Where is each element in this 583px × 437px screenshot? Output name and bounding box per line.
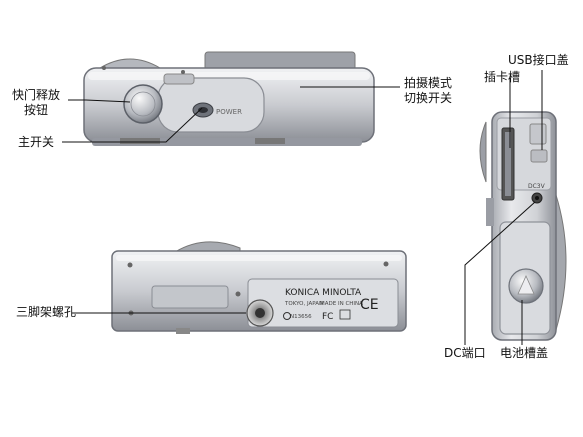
leader-shutter-release — [68, 99, 131, 103]
leader-lines — [62, 70, 543, 345]
label-tripod-socket: 三脚架螺孔 — [16, 305, 77, 319]
label-mode-switch-line1: 拍摄模式 — [404, 76, 453, 90]
fc-marking: FC — [322, 312, 333, 322]
camera-bottom-view: KONICA MINOLTA TOKYO, JAPAN MADE IN CHIN… — [111, 241, 407, 334]
label-battery-cover: 电池槽盖 — [500, 346, 549, 360]
dc-marking: DC3V — [528, 183, 546, 190]
label-shutter-release-line2: 按钮 — [24, 103, 49, 117]
label-usb-cover: USB接口盖 — [508, 53, 569, 67]
camera-side-view: DC3V — [479, 111, 567, 341]
power-marking: POWER — [216, 108, 242, 116]
origin-marking-1: TOKYO, JAPAN — [284, 301, 323, 307]
label-shutter-release-line1: 快门释放 — [12, 88, 61, 102]
label-main-switch: 主开关 — [18, 135, 55, 149]
leader-main-switch — [62, 107, 203, 143]
label-card-slot: 插卡槽 — [484, 70, 521, 84]
model-code-marking: N13656 — [290, 314, 312, 320]
label-shutter-release: 快门释放 按钮 — [12, 88, 60, 118]
brand-marking: KONICA MINOLTA — [285, 288, 362, 298]
label-mode-switch: 拍摄模式 切换开关 — [404, 76, 452, 106]
label-mode-switch-line2: 切换开关 — [404, 91, 453, 105]
origin-marking-2: MADE IN CHINA — [320, 301, 363, 307]
shutter-button-shape — [123, 84, 163, 124]
leader-dc-port — [464, 201, 536, 345]
ce-marking: CE — [360, 297, 379, 313]
label-dc-port: DC端口 — [444, 346, 486, 360]
camera-top-view: POWER — [83, 51, 375, 146]
